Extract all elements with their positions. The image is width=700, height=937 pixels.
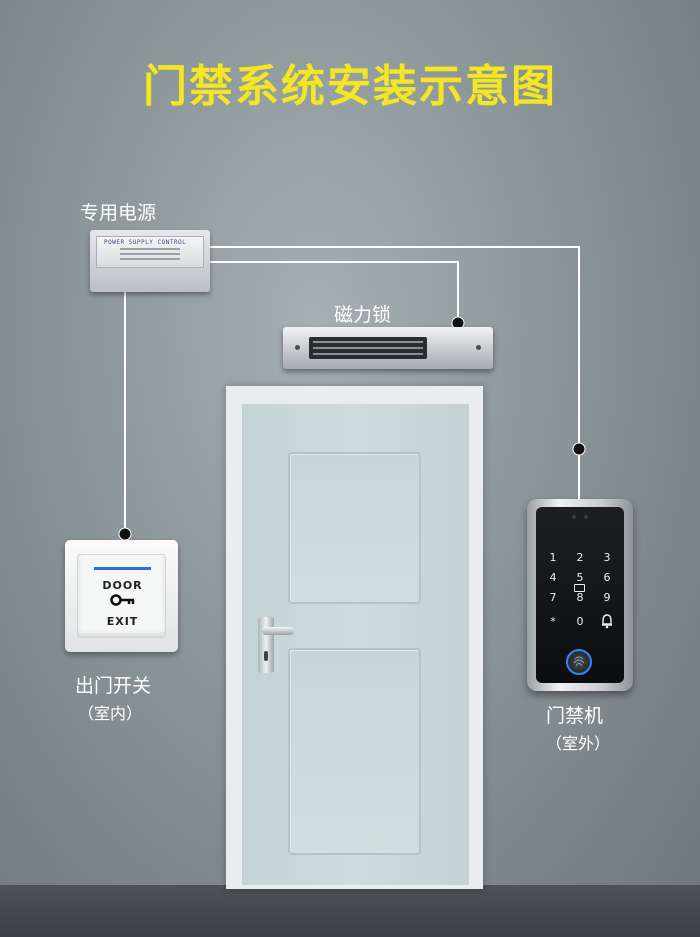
exit-button-door-text: DOOR [102,579,143,592]
wire-to-maglock [210,261,459,321]
key-3: 3 [603,551,611,564]
node-exit-button [118,527,132,541]
door-handle-plate [258,617,274,673]
power-supply-label: 专用电源 [80,202,157,224]
magnetic-lock [283,327,493,369]
exit-button-face: DOOR EXIT [77,554,166,638]
key-icon [78,593,167,611]
key-7: 7 [549,591,557,604]
key-1: 1 [549,551,557,564]
sensor-dot [584,515,588,519]
access-controller: 1 2 3 4 5 6 7 8 9 * 0 [527,499,633,691]
key-6: 6 [603,571,611,584]
power-supply-spec-lines [120,248,180,263]
door-panel-lower [288,648,421,855]
bell-icon [594,613,620,632]
door-panel-upper [288,452,421,604]
diagram-title: 门禁系统安装示意图 [143,61,557,112]
exit-button-stripe [94,567,151,570]
controller-label: 门禁机 [546,705,604,727]
card-icon [574,584,585,592]
power-supply: POWER SUPPLY CONTROL [90,230,210,292]
power-supply-plate-text: POWER SUPPLY CONTROL [104,239,187,246]
door-handle [262,627,294,635]
maglock-screw-right [476,345,481,350]
key-2: 2 [576,551,584,564]
key-5: 5 [576,571,584,584]
fingerprint-icon [566,649,592,675]
maglock-screw-left [295,345,300,350]
power-supply-plate [96,236,204,268]
floor [0,885,700,937]
exit-button: DOOR EXIT [65,540,178,652]
maglock-coil [309,337,427,359]
access-controller-face: 1 2 3 4 5 6 7 8 9 * 0 [536,507,624,683]
exit-button-note: （室内） [78,704,143,723]
wire-to-controller [210,246,580,448]
key-0: 0 [576,615,584,628]
key-star: * [550,615,556,628]
exit-button-label: 出门开关 [75,675,152,697]
node-controller [572,442,586,456]
maglock-label: 磁力锁 [334,304,392,326]
keyhole [264,651,268,661]
exit-button-exit-text: EXIT [106,615,139,628]
key-4: 4 [549,571,557,584]
key-8: 8 [576,591,584,604]
controller-note: （室外） [546,734,611,753]
sensor-dot [572,515,576,519]
key-9: 9 [603,591,611,604]
